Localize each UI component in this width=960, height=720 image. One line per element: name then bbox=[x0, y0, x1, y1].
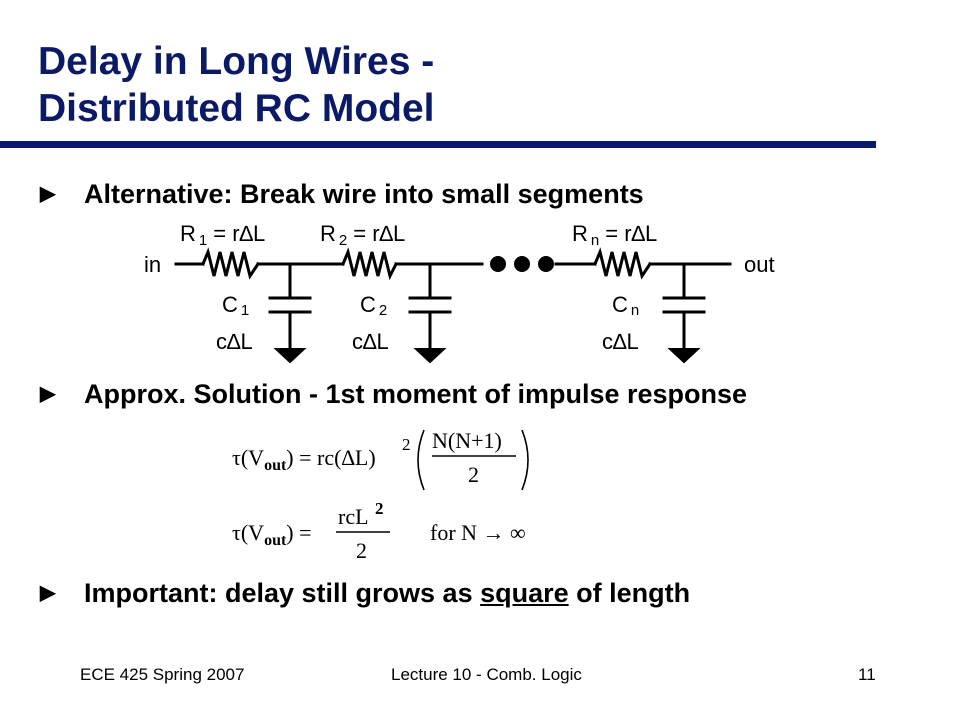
bullet-text-pre: Important: delay still grows as bbox=[84, 578, 481, 608]
capacitor-1 bbox=[268, 262, 312, 350]
output-label: out bbox=[744, 252, 775, 277]
bullet-important: ▶Important: delay still grows as square … bbox=[40, 577, 690, 609]
eq2-condition: for N → ∞ bbox=[430, 520, 526, 545]
footer-course: ECE 425 Spring 2007 bbox=[80, 665, 245, 684]
eq1-exponent: 2 bbox=[402, 435, 411, 454]
capacitor-n-value: c∆L bbox=[602, 329, 639, 354]
bullet-arrow-icon: ▶ bbox=[40, 582, 56, 604]
eq2-lhs: τ(Vout) = bbox=[232, 520, 312, 549]
equation-2: τ(Vout) = rcL 2 2 for N → ∞ bbox=[232, 499, 526, 563]
ground-icon bbox=[413, 348, 447, 364]
eq1-numerator: N(N+1) bbox=[432, 428, 502, 453]
eq1-right-paren bbox=[521, 429, 529, 491]
eq1-denominator: 2 bbox=[468, 462, 479, 487]
bullet-text-emphasis: square bbox=[480, 578, 569, 608]
eq2-denominator: 2 bbox=[356, 538, 367, 563]
eq2-numerator: rcL bbox=[338, 504, 369, 529]
bullet-text: Approx. Solution - 1st moment of impulse… bbox=[84, 379, 748, 409]
ground-icon bbox=[667, 348, 701, 364]
title-line-1: Delay in Long Wires - bbox=[38, 40, 435, 83]
resistor-n bbox=[593, 247, 653, 280]
equation-1: τ(Vout) = rc(∆L) 2 N(N+1) 2 bbox=[232, 428, 529, 491]
footer-lecture: Lecture 10 - Comb. Logic bbox=[391, 665, 582, 684]
resistor-1 bbox=[201, 247, 261, 280]
title-rule bbox=[0, 141, 876, 148]
eq1-left-paren bbox=[417, 429, 425, 491]
bullet-text-post: of length bbox=[568, 578, 691, 608]
bullet-text: Alternative: Break wire into small segme… bbox=[84, 179, 644, 209]
eq2-exponent: 2 bbox=[375, 499, 384, 518]
capacitor-2 bbox=[408, 262, 452, 350]
capacitor-1-value: c∆L bbox=[216, 329, 253, 354]
circuit-diagram bbox=[174, 247, 732, 350]
input-label: in bbox=[144, 252, 161, 277]
bullet-arrow-icon: ▶ bbox=[40, 383, 56, 405]
capacitor-n bbox=[662, 262, 706, 350]
resistor-2 bbox=[341, 247, 399, 281]
slide-title: Delay in Long Wires - Distributed RC Mod… bbox=[38, 38, 435, 132]
capacitor-2-value: c∆L bbox=[352, 329, 389, 354]
bullet-approx-solution: ▶ Approx. Solution - 1st moment of impuls… bbox=[40, 378, 747, 410]
footer-page-number: 11 bbox=[858, 665, 876, 684]
ground-icon bbox=[273, 348, 307, 364]
bullet-arrow-icon: ▶ bbox=[40, 183, 56, 205]
eq1-lhs: τ(Vout) = rc(∆L) bbox=[232, 445, 376, 474]
bullet-alternative: ▶ Alternative: Break wire into small segm… bbox=[40, 178, 644, 210]
ellipsis-dots-icon bbox=[490, 256, 554, 272]
title-line-2: Distributed RC Model bbox=[38, 87, 435, 130]
